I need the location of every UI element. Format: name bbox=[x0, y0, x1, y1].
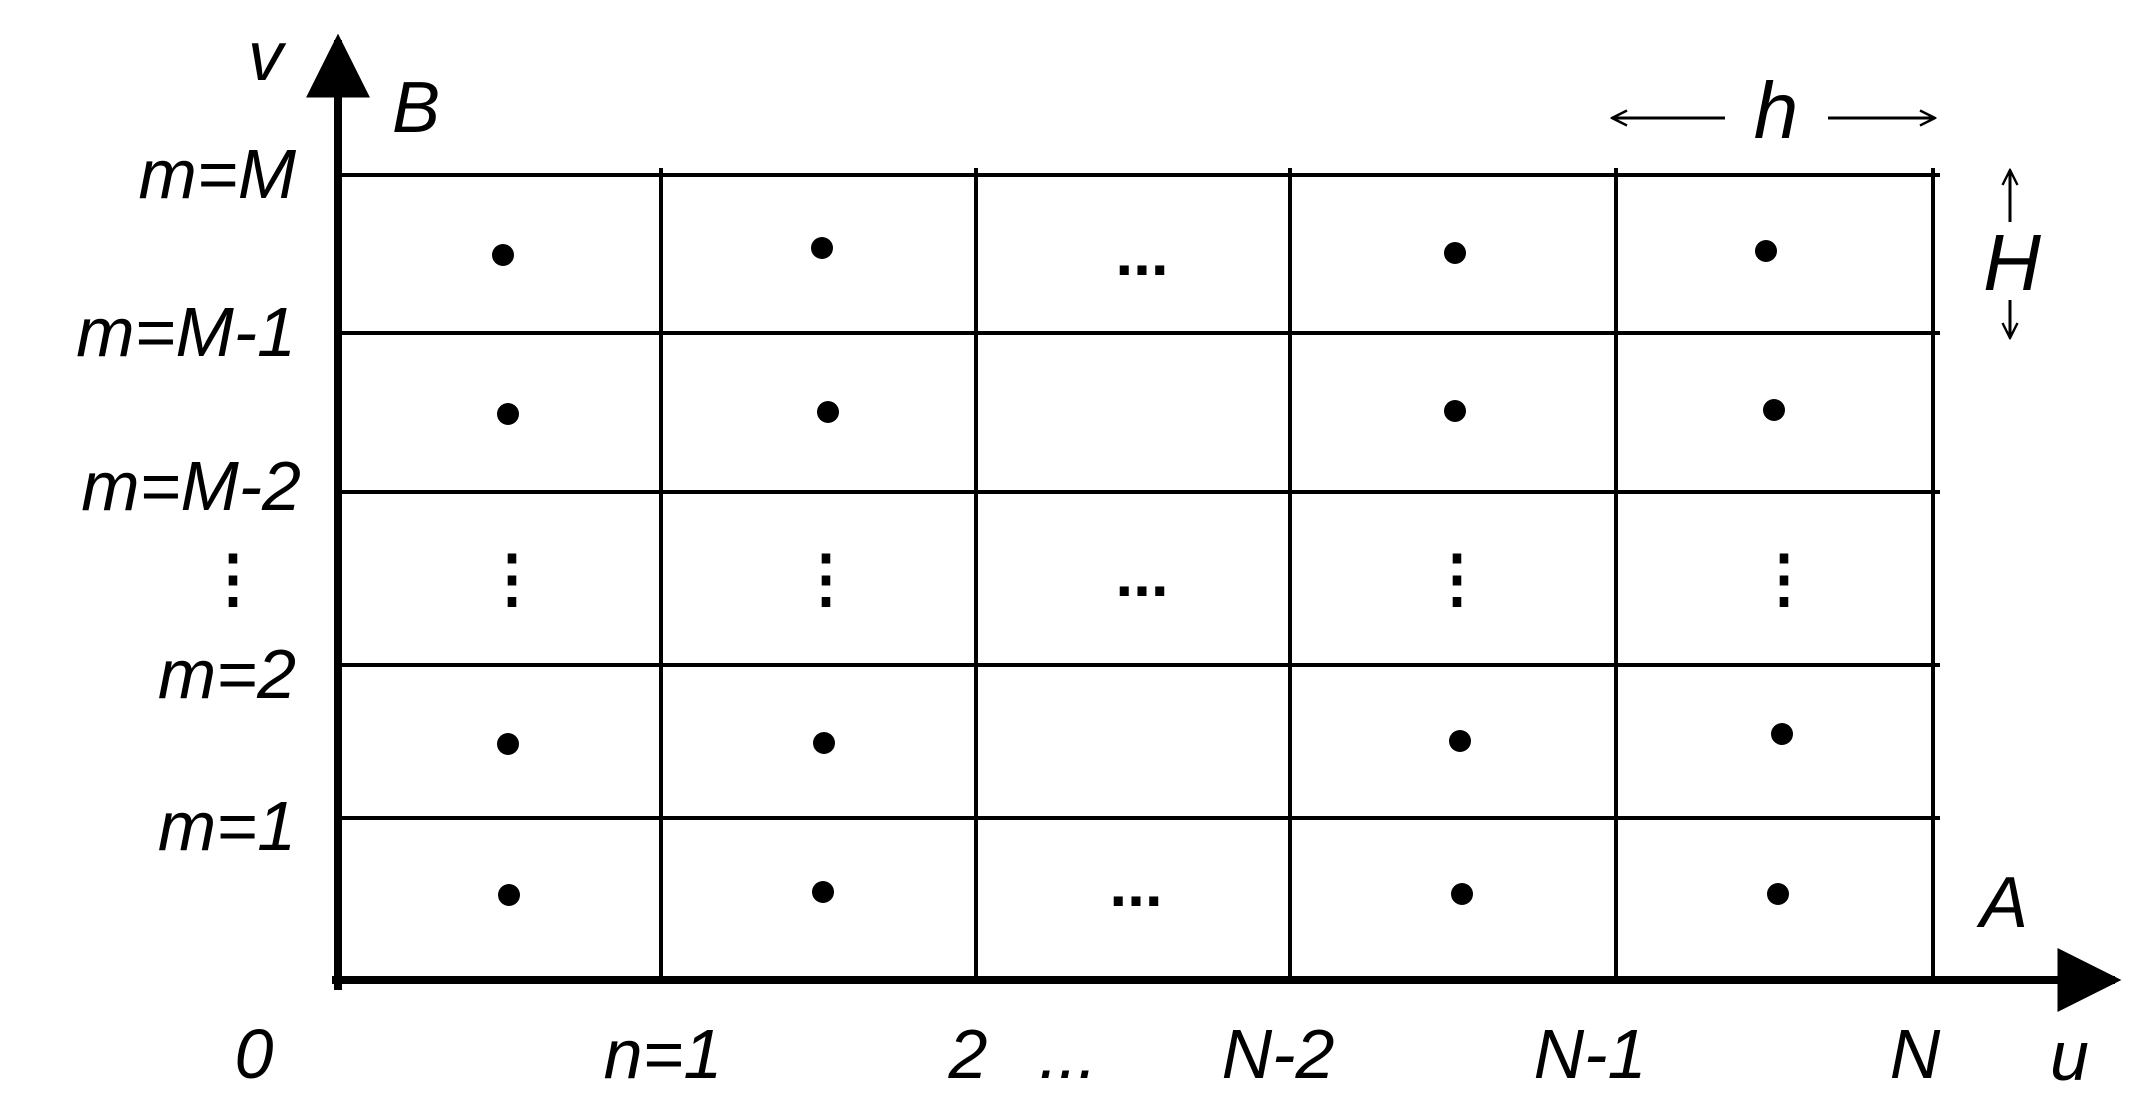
grid-node bbox=[1444, 400, 1466, 422]
horizontal-ellipsis: ... bbox=[1109, 848, 1162, 920]
column-label-N-1: N-1 bbox=[1534, 1015, 1647, 1093]
grid-node bbox=[811, 237, 833, 259]
grid-node bbox=[492, 244, 514, 266]
grid-vertical-ellipses: ⋮ ⋮ ⋮ ⋮ bbox=[480, 542, 1816, 614]
row-label-m-2: m=2 bbox=[158, 635, 296, 713]
row-label-m-1: m=1 bbox=[158, 787, 296, 865]
cell-height-indicator: H bbox=[1983, 170, 2041, 338]
horizontal-ellipsis: ... bbox=[1115, 217, 1168, 289]
column-label-ellipsis: ... bbox=[1039, 1015, 1097, 1093]
vertical-ellipsis: ⋮ bbox=[1425, 542, 1489, 614]
grid-node bbox=[813, 732, 835, 754]
grid-node bbox=[1444, 242, 1466, 264]
row-label-m-M-1: m=M-1 bbox=[76, 293, 296, 371]
grid-node bbox=[812, 881, 834, 903]
vertical-ellipsis: ⋮ bbox=[1752, 542, 1816, 614]
cell-width-indicator: h bbox=[1612, 66, 1935, 155]
grid-node bbox=[497, 403, 519, 425]
grid-node bbox=[1763, 399, 1785, 421]
grid-node bbox=[817, 401, 839, 423]
vertical-ellipsis: ⋮ bbox=[794, 542, 858, 614]
vertical-ellipsis: ⋮ bbox=[480, 542, 544, 614]
grid-node bbox=[497, 733, 519, 755]
column-label-2: 2 bbox=[948, 1015, 988, 1093]
grid-node bbox=[1449, 730, 1471, 752]
grid-node bbox=[1767, 883, 1789, 905]
column-label-n-1: n=1 bbox=[604, 1015, 723, 1093]
row-labels: m=M m=M-1 m=M-2 m=2 m=1 ⋮ bbox=[76, 135, 301, 865]
column-label-0: 0 bbox=[235, 1015, 274, 1093]
v-axis-label: v bbox=[248, 17, 287, 95]
row-label-m-M-2: m=M-2 bbox=[81, 447, 301, 525]
cell-height-label: H bbox=[1983, 218, 2041, 307]
cell-width-label: h bbox=[1754, 66, 1799, 155]
grid-node bbox=[1771, 723, 1793, 745]
column-labels: 0 n=1 2 ... N-2 N-1 N bbox=[235, 1015, 1941, 1093]
column-label-N: N bbox=[1890, 1015, 1941, 1093]
grid-node bbox=[1451, 883, 1473, 905]
row-label-vertical-ellipsis: ⋮ bbox=[201, 542, 265, 614]
corner-label-a: A bbox=[1976, 863, 2028, 943]
row-label-m-M: m=M bbox=[139, 135, 297, 213]
grid-nodes bbox=[492, 237, 1793, 906]
corner-label-b: B bbox=[392, 68, 440, 148]
u-axis-label: u bbox=[2050, 1017, 2089, 1095]
grid-lines bbox=[338, 168, 1940, 980]
grid-node bbox=[498, 884, 520, 906]
column-label-N-2: N-2 bbox=[1222, 1015, 1335, 1093]
horizontal-ellipsis: ... bbox=[1115, 538, 1168, 610]
grid-ellipses: ... ... ... bbox=[1109, 217, 1168, 920]
grid-node bbox=[1755, 240, 1777, 262]
